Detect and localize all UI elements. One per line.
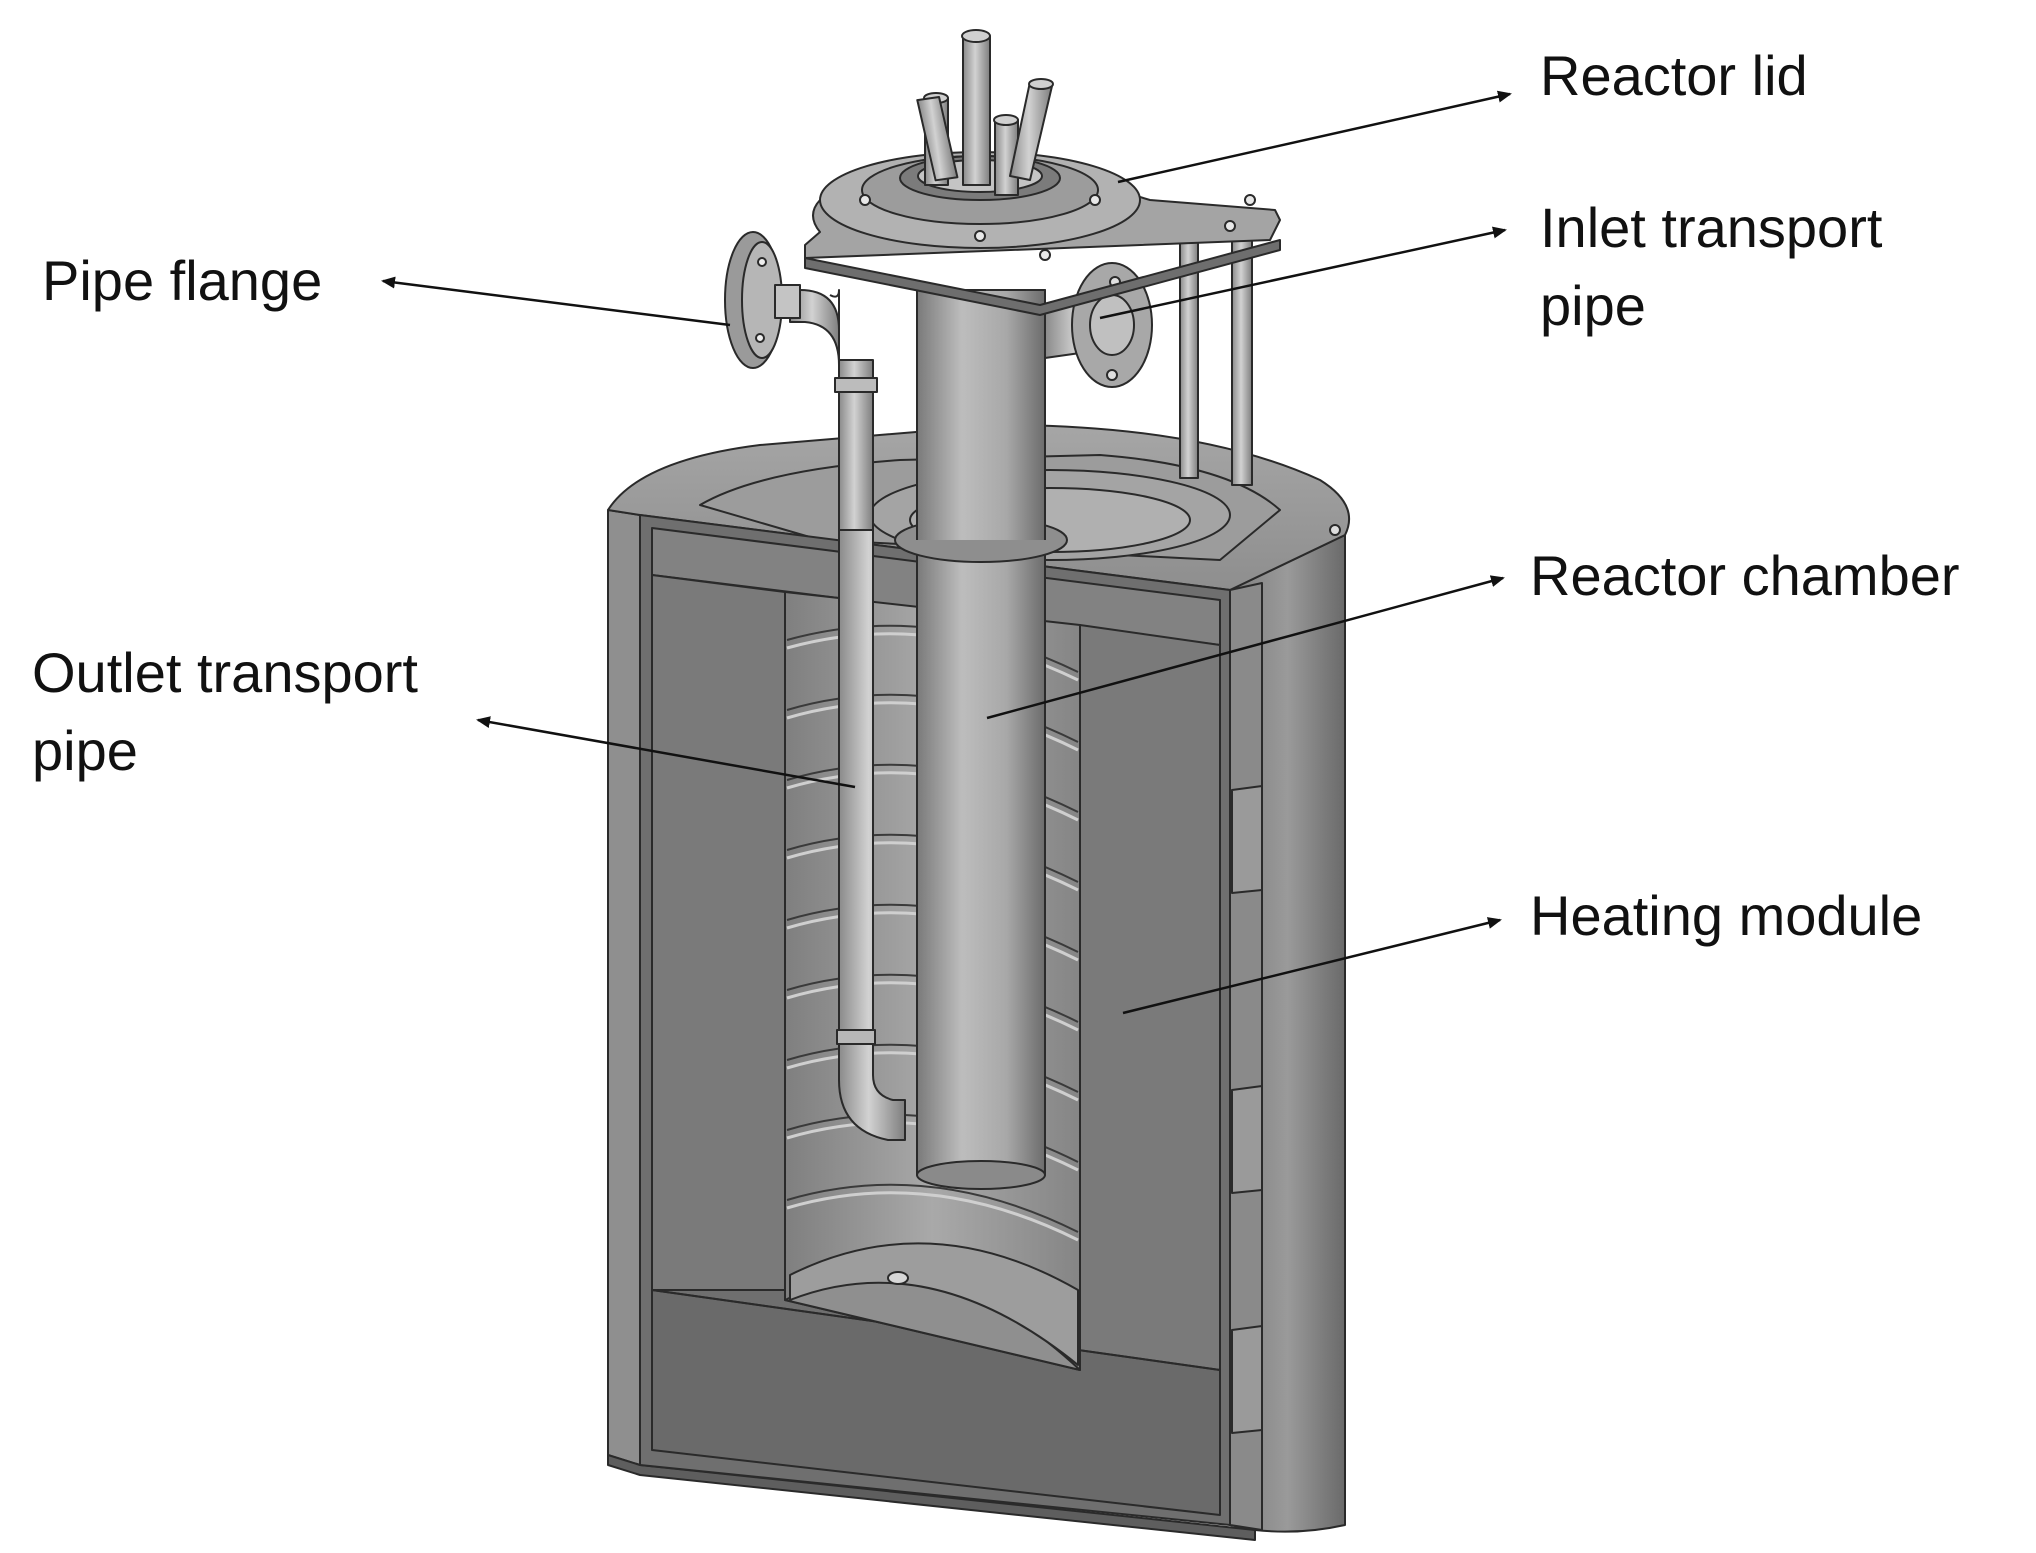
lid-tubes <box>916 29 1054 196</box>
label-outlet-pipe-line2: pipe <box>32 719 138 782</box>
label-reactor-chamber: Reactor chamber <box>1530 544 1960 607</box>
callout-labels: Reactor lid Inlet transport pipe Pipe fl… <box>32 44 1960 947</box>
arrow-outlet-pipe <box>476 716 856 789</box>
label-heating-module: Heating module <box>1530 884 1922 947</box>
label-reactor-lid: Reactor lid <box>1540 44 1808 107</box>
arrow-heating-module <box>1122 917 1502 1015</box>
pipe-flange <box>724 231 801 369</box>
arrow-reactor-chamber <box>986 575 1505 720</box>
outlet-transport-pipe <box>789 289 906 1141</box>
callout-arrows <box>381 90 1512 1015</box>
label-inlet-pipe-line1: Inlet transport <box>1540 196 1883 259</box>
reactor-assembly <box>607 29 1350 1541</box>
arrow-pipe-flange <box>381 276 731 327</box>
arrow-reactor-lid <box>1117 90 1512 184</box>
label-pipe-flange: Pipe flange <box>42 249 322 312</box>
label-outlet-pipe-line1: Outlet transport <box>32 641 418 704</box>
reactor-chamber <box>894 289 1068 1190</box>
label-inlet-pipe-line2: pipe <box>1540 274 1646 337</box>
arrow-inlet-pipe <box>1099 226 1507 320</box>
